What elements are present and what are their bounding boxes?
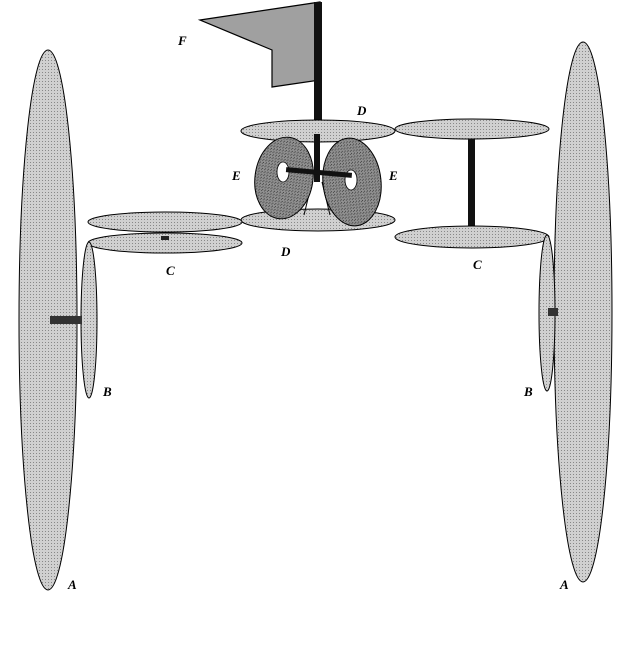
disc-c-left-upper [87, 211, 243, 233]
label-d-top: D [356, 103, 367, 118]
disc-c-left-pin [161, 236, 169, 240]
label-c-left: C [166, 263, 175, 278]
wheel-axle [285, 167, 353, 178]
label-c-right: C [473, 257, 482, 272]
disc-b-left [80, 241, 98, 399]
label-b-right: B [523, 384, 533, 399]
disc-a-right [553, 41, 613, 583]
label-e-right: E [388, 168, 398, 183]
label-a-right: A [559, 577, 569, 592]
label-d-bottom: D [280, 244, 291, 259]
axle-a-b-left [50, 316, 82, 324]
disc-c-right-lower [394, 225, 550, 249]
axle-post [314, 134, 320, 182]
disc-c-right-upper [394, 118, 550, 140]
label-b-left: B [102, 384, 112, 399]
label-e-left: E [231, 168, 241, 183]
disc-c-right-post [468, 139, 475, 239]
axle-a-b-right [548, 308, 558, 316]
flag-f [197, 1, 321, 88]
label-a-left: A [67, 577, 77, 592]
label-f-flag: F [177, 33, 187, 48]
flag-pole [314, 2, 322, 134]
